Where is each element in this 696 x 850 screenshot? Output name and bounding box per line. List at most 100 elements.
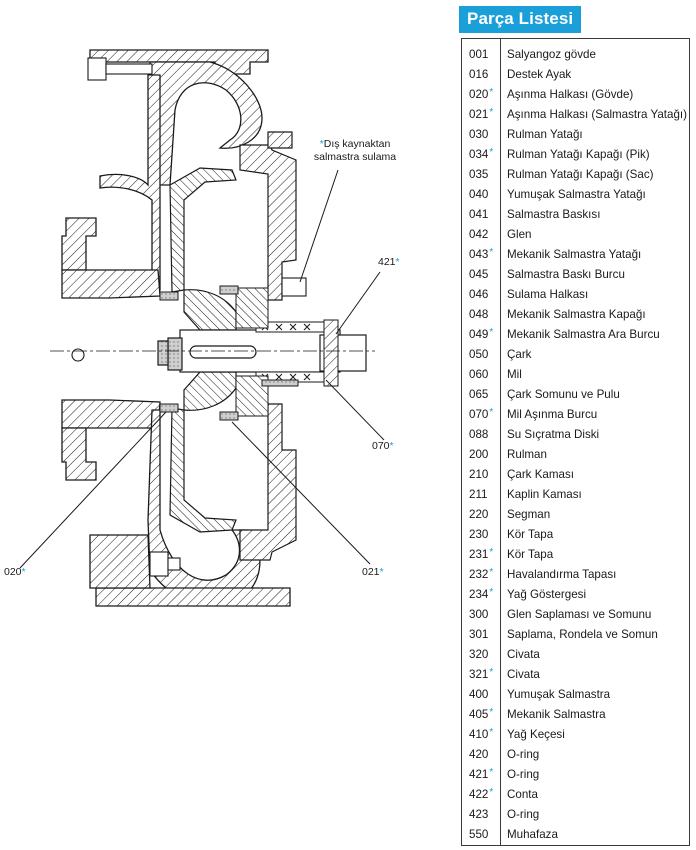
part-code: 049* bbox=[469, 327, 494, 341]
part-name: Mil bbox=[507, 368, 522, 381]
part-name: Yumuşak Salmastra bbox=[507, 688, 611, 701]
part-code: 320 bbox=[469, 648, 489, 661]
part-code: 422* bbox=[469, 787, 494, 801]
callout-421: 421* bbox=[378, 256, 400, 268]
part-name: Saplama, Rondela ve Somun bbox=[507, 628, 658, 641]
parts-row: 034*Rulman Yatağı Kapağı (Pik) bbox=[462, 145, 690, 165]
parts-row: 320 Civata bbox=[462, 645, 690, 665]
asterisk-marker: * bbox=[489, 767, 494, 778]
asterisk-marker: * bbox=[489, 247, 494, 258]
part-code: 300 bbox=[469, 608, 489, 621]
part-name: Segman bbox=[507, 508, 551, 521]
part-name: Civata bbox=[507, 648, 540, 661]
callout-070: 070* bbox=[372, 440, 394, 452]
part-name: Aşınma Halkası (Gövde) bbox=[507, 88, 634, 101]
part-name: Mil Aşınma Burcu bbox=[507, 408, 598, 421]
part-name: Kör Tapa bbox=[507, 528, 554, 541]
part-name: Aşınma Halkası (Salmastra Yatağı) bbox=[507, 108, 687, 121]
part-code: 210 bbox=[469, 468, 489, 481]
part-name: Salmastra Baskısı bbox=[507, 208, 601, 221]
asterisk-marker: * bbox=[489, 787, 494, 798]
parts-row: 422* Conta bbox=[462, 785, 690, 805]
seal-housing bbox=[239, 131, 297, 561]
part-code: 231* bbox=[469, 547, 494, 561]
part-name: Kör Tapa bbox=[507, 548, 554, 561]
part-name: O-ring bbox=[507, 768, 540, 781]
part-name: Salmastra Baskı Burcu bbox=[507, 268, 625, 281]
pump-casing bbox=[61, 49, 291, 607]
part-name: Çark Kaması bbox=[507, 468, 575, 481]
part-name: Destek Ayak bbox=[507, 68, 572, 81]
flush-note: *Dış kaynaktan salmastra sulama bbox=[313, 138, 397, 163]
part-code: 046 bbox=[469, 288, 489, 301]
part-code: 421* bbox=[469, 767, 494, 781]
part-name: Rulman bbox=[507, 448, 547, 461]
mechanical-seal bbox=[235, 287, 339, 417]
part-code: 035 bbox=[469, 168, 489, 181]
parts-row: 234*Yağ Göstergesi bbox=[462, 585, 690, 605]
parts-row: 405* Mekanik Salmastra bbox=[462, 705, 690, 725]
parts-list-title: Parça Listesi bbox=[459, 6, 582, 33]
part-name: Civata bbox=[507, 668, 540, 681]
part-code: 043* bbox=[469, 247, 494, 261]
parts-row: 232*Havalandırma Tapası bbox=[462, 565, 690, 585]
part-code: 423 bbox=[469, 808, 489, 821]
parts-row: 070* Mil Aşınma Burcu bbox=[462, 405, 690, 425]
part-name: Mekanik Salmastra Kapağı bbox=[507, 308, 646, 321]
part-name: Rulman Yatağı bbox=[507, 128, 583, 141]
part-name: Çark Somunu ve Pulu bbox=[507, 388, 620, 401]
asterisk-marker: * bbox=[489, 327, 494, 338]
parts-row: 200 Rulman bbox=[462, 445, 690, 465]
parts-row: 045 Salmastra Baskı Burcu bbox=[462, 265, 690, 285]
parts-row: 043*Mekanik Salmastra Yatağı bbox=[462, 245, 690, 265]
part-code: 211 bbox=[469, 488, 488, 501]
part-code: 040 bbox=[469, 188, 489, 201]
asterisk-marker: * bbox=[489, 587, 494, 598]
parts-row: 210 Çark Kaması bbox=[462, 465, 690, 485]
asterisk-marker: * bbox=[489, 567, 494, 578]
part-code: 045 bbox=[469, 268, 489, 281]
part-code: 060 bbox=[469, 368, 489, 381]
part-name: Yağ Göstergesi bbox=[507, 588, 587, 601]
part-name: Çark bbox=[507, 348, 532, 361]
asterisk-marker: * bbox=[489, 87, 494, 98]
part-name: Su Sıçratma Diski bbox=[507, 428, 600, 441]
part-code: 405* bbox=[469, 707, 494, 721]
asterisk-marker: * bbox=[489, 407, 494, 418]
callout-020: 020* bbox=[4, 566, 26, 578]
callout-021: 021* bbox=[362, 566, 384, 578]
parts-row: 410*Yağ Keçesi bbox=[462, 725, 690, 745]
part-name: Glen Saplaması ve Somunu bbox=[507, 608, 652, 621]
asterisk-marker: * bbox=[489, 707, 494, 718]
part-code: 070* bbox=[469, 407, 494, 421]
part-code: 088 bbox=[469, 428, 489, 441]
part-code: 420 bbox=[469, 748, 489, 761]
part-code: 200 bbox=[469, 448, 489, 461]
part-code: 220 bbox=[469, 508, 489, 521]
parts-row: 421* O-ring bbox=[462, 765, 690, 785]
part-name: Conta bbox=[507, 788, 538, 801]
parts-row: 021*Aşınma Halkası (Salmastra Yatağı) bbox=[462, 105, 690, 125]
part-code: 321* bbox=[469, 667, 494, 681]
part-name: Havalandırma Tapası bbox=[507, 568, 617, 581]
part-code: 230 bbox=[469, 528, 489, 541]
parts-row: 060 Mil bbox=[462, 365, 690, 385]
bolts bbox=[71, 57, 307, 577]
part-code: 020* bbox=[469, 87, 494, 101]
part-name: Mekanik Salmastra bbox=[507, 708, 606, 721]
parts-row: 321* Civata bbox=[462, 665, 690, 685]
wear-rings bbox=[159, 285, 299, 421]
part-name: Mekanik Salmastra Ara Burcu bbox=[507, 328, 660, 341]
part-code: 001 bbox=[469, 48, 489, 61]
